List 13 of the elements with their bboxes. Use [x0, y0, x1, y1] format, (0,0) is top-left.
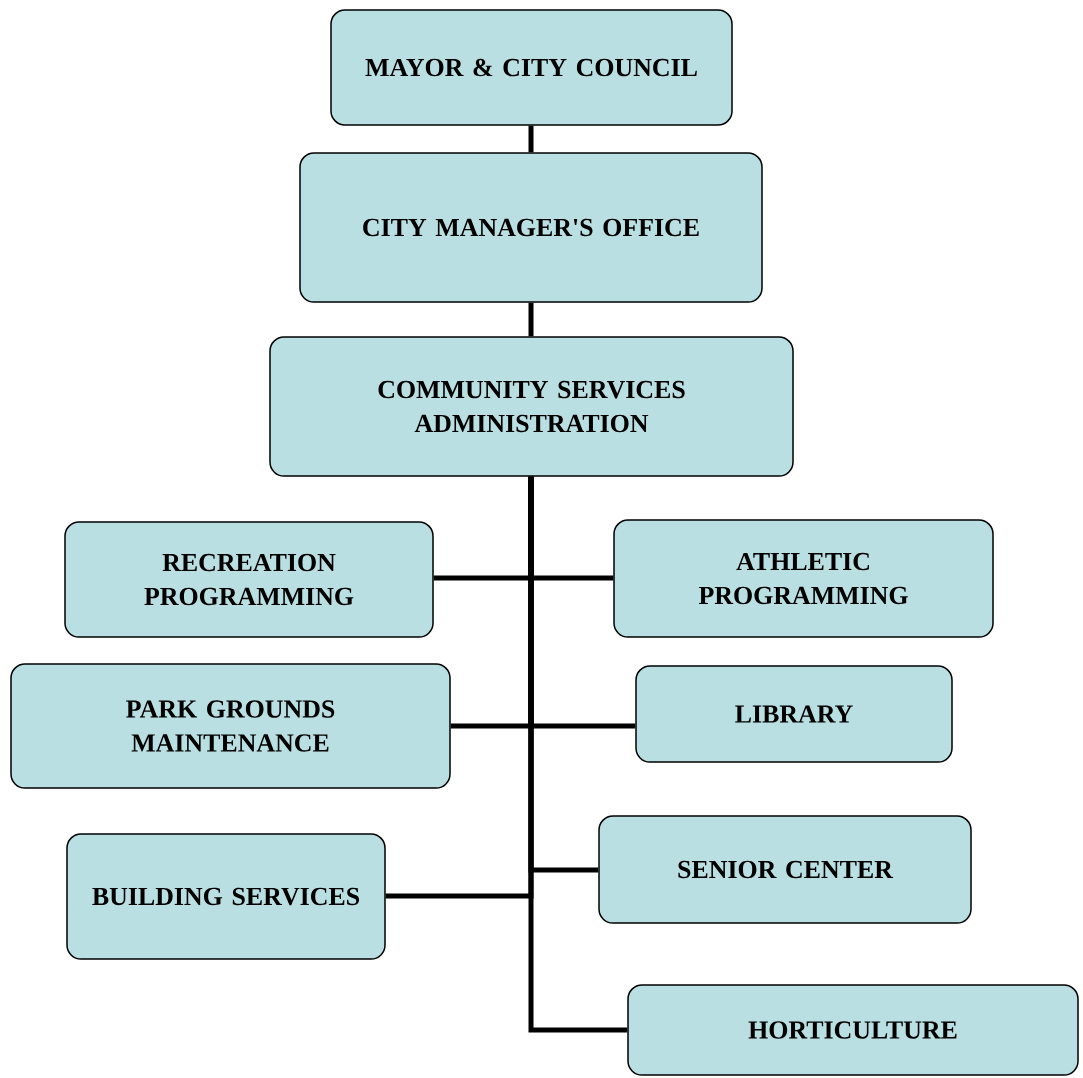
org-box: ATHLETIC PROGRAMMING [613, 519, 994, 638]
org-box: COMMUNITY SERVICES ADMINISTRATION [269, 336, 794, 477]
org-box: CITY MANAGER'S OFFICE [299, 152, 763, 303]
org-box: PARK GROUNDS MAINTENANCE [10, 663, 451, 789]
org-box: SENIOR CENTER [598, 815, 972, 924]
connector-line [528, 125, 534, 153]
org-box: LIBRARY [635, 665, 953, 763]
org-box: RECREATION PROGRAMMING [64, 521, 434, 638]
org-box: BUILDING SERVICES [66, 833, 386, 960]
connector-line [528, 476, 628, 1033]
org-box: HORTICULTURE [627, 984, 1079, 1076]
connector-line [528, 302, 534, 337]
org-box: MAYOR & CITY COUNCIL [330, 9, 733, 126]
